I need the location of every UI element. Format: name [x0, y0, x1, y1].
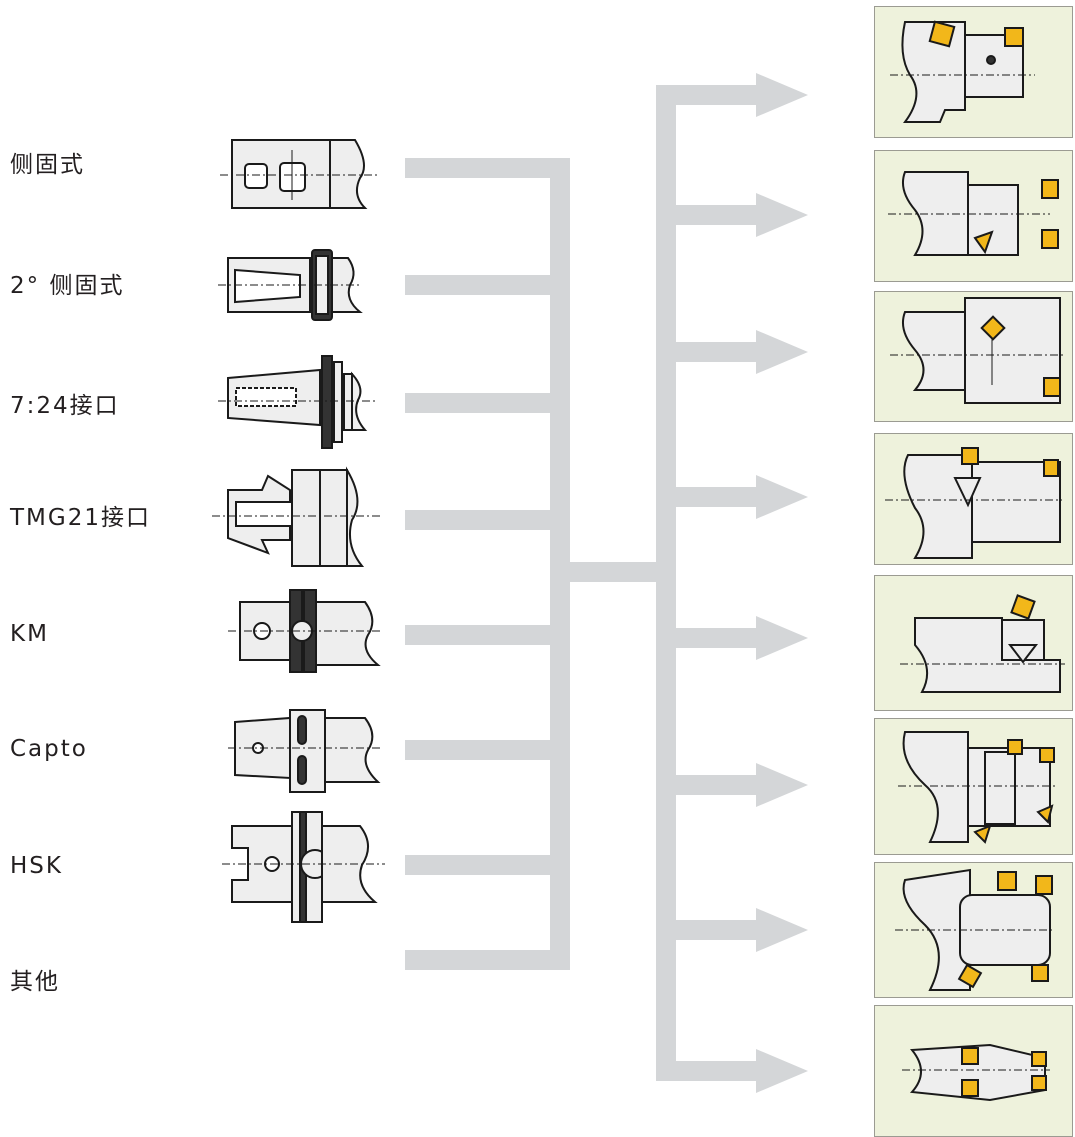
input-line-7 — [405, 855, 570, 875]
input-line-8 — [405, 950, 570, 970]
output-arrow-8 — [656, 1049, 808, 1093]
label-2deg-side-lock: 2° 侧固式 — [10, 273, 125, 299]
label-capto: Capto — [10, 736, 88, 762]
output-arrow-3 — [656, 330, 808, 374]
input-line-3 — [405, 393, 570, 413]
input-line-5 — [405, 625, 570, 645]
head-4-drawing — [885, 447, 1062, 559]
label-km: KM — [10, 621, 49, 647]
mid-bridge — [550, 562, 675, 582]
input-line-2 — [405, 275, 570, 295]
shank-tmg21-icon — [212, 466, 380, 567]
shank-hsk-icon — [222, 811, 385, 923]
shank-km-icon — [228, 589, 382, 673]
head-2-drawing — [888, 171, 1059, 256]
boring-heads — [885, 20, 1065, 1102]
head-1-drawing — [890, 20, 1035, 123]
head-6-drawing — [898, 731, 1055, 844]
shank-capto-icon — [228, 709, 382, 793]
output-arrow-6 — [656, 763, 808, 807]
input-line-4 — [405, 510, 570, 530]
label-hsk: HSK — [10, 853, 63, 879]
output-arrow-7 — [656, 908, 808, 952]
output-arrow-5 — [656, 616, 808, 660]
output-arrow-1 — [656, 73, 808, 117]
shank-2deg-side-lock-icon — [218, 249, 363, 321]
label-tmg21: TMG21接口 — [10, 505, 151, 531]
label-7-24: 7:24接口 — [10, 393, 120, 419]
input-line-6 — [405, 740, 570, 760]
head-5-drawing — [900, 594, 1065, 693]
shank-7-24-icon — [218, 355, 375, 449]
output-arrow-2 — [656, 193, 808, 237]
label-other: 其他 — [10, 969, 60, 995]
right-trunk — [656, 85, 676, 1081]
shank-side-lock-icon — [220, 139, 378, 209]
interface-shanks — [212, 139, 385, 923]
head-8-drawing — [902, 1043, 1050, 1102]
connector-lines — [405, 73, 808, 1093]
output-arrow-4 — [656, 475, 808, 519]
head-3-drawing — [890, 297, 1065, 404]
input-line-1 — [405, 158, 570, 178]
head-7-drawing — [895, 868, 1055, 991]
label-side-lock: 侧固式 — [10, 152, 85, 178]
